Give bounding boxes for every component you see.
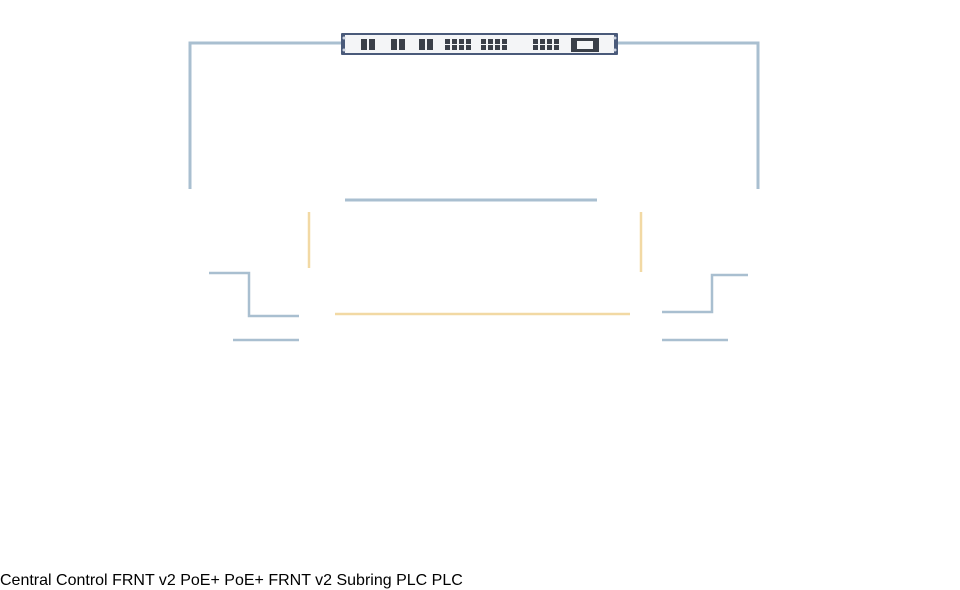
- plc-label: PLC: [396, 572, 428, 589]
- plc-icon: PLC: [396, 572, 432, 589]
- label-poe-right: PoE+: [224, 572, 264, 589]
- label-poe-left: PoE+: [180, 572, 220, 589]
- rack-switch-icon: [341, 33, 618, 55]
- label-frnt-v2-subring: FRNT v2 Subring: [268, 572, 392, 589]
- device-links: [209, 271, 748, 342]
- link-right-camera: [662, 273, 748, 314]
- ring-links: [188, 41, 760, 202]
- diagram-canvas: [188, 33, 760, 342]
- label-frnt-v2: FRNT v2: [112, 572, 176, 589]
- link-central-right: [615, 41, 760, 189]
- label-central-control: Central Control: [0, 572, 108, 589]
- link-left-camera: [209, 271, 299, 318]
- link-central-left: [188, 41, 345, 189]
- network-diagram: Central Control: [0, 33, 760, 589]
- plc-icon: PLC: [432, 572, 463, 589]
- subring-links: [307, 212, 643, 316]
- plc-label: PLC: [431, 572, 463, 589]
